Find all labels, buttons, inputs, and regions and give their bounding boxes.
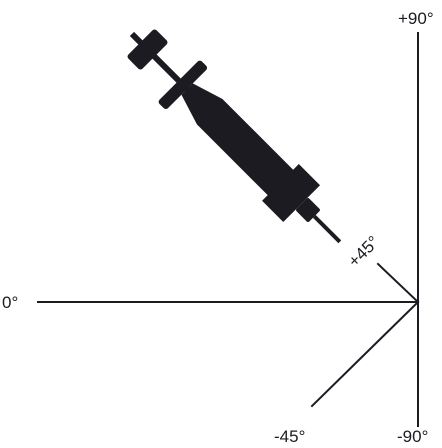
syringe-icon: [127, 29, 342, 244]
minus-45-line: [310, 300, 420, 408]
plus-45-line: [376, 262, 420, 304]
label-minus-45: -45°: [274, 427, 305, 446]
label-plus-90: +90°: [398, 9, 434, 28]
label-zero: 0°: [2, 293, 18, 312]
label-plus-45: +45°: [344, 232, 383, 271]
label-minus-90: -90°: [397, 427, 428, 446]
